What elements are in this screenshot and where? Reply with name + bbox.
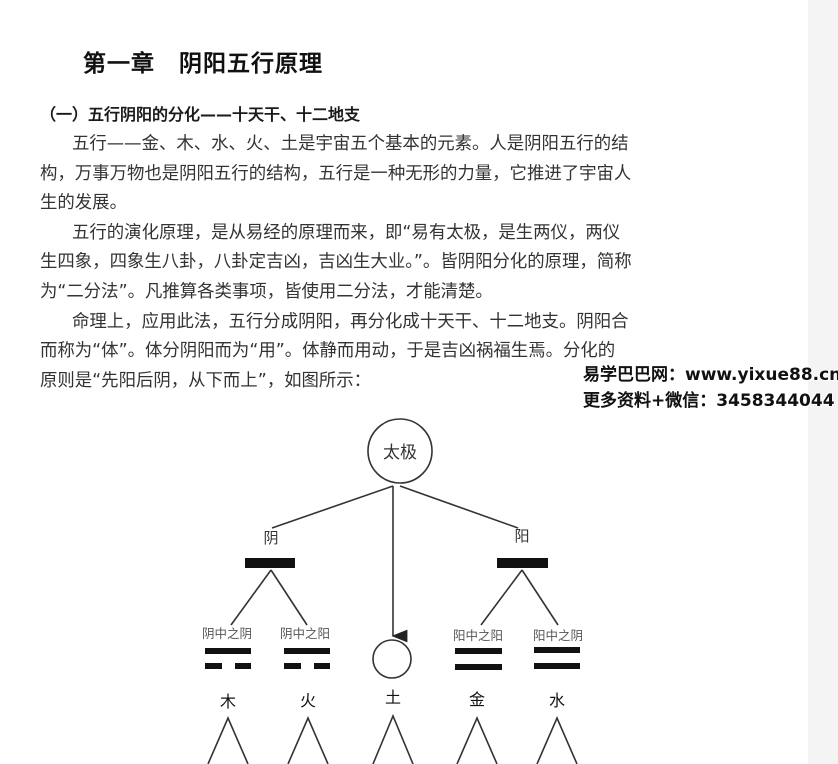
text-line: 五行——金、木、水、火、土是宇宙五个基本的元素。人是阴阳五行的结 [72, 134, 629, 154]
four-image-label: 阴中之阴 [202, 626, 252, 641]
page-edge [808, 0, 838, 764]
water-triangle [536, 715, 578, 764]
element-water: 水 [549, 691, 565, 710]
document-page: 第一章 阴阳五行原理 （一）五行阴阳的分化——十天干、十二地支 五行——金、木、… [40, 51, 665, 764]
metal-triangle [456, 715, 498, 764]
chapter-title: 第一章 阴阳五行原理 [83, 51, 323, 77]
four-image-label: 阳中之阴 [533, 628, 583, 643]
text-line: 而称为“体”。体分阴阳而为“用”。体静而用动，于是吉凶祸福生焉。分化的 [40, 341, 616, 362]
wood-triangle [207, 715, 249, 764]
fire-triangle [287, 715, 329, 764]
fire-trigram [284, 648, 330, 669]
text-line: 构，万事万物也是阴阳五行的结构，五行是一种无形的力量，它推进了宇宙人 [40, 163, 632, 184]
earth-triangle [372, 713, 414, 764]
yang-bar [497, 558, 548, 568]
text-line: 生的发展。 [40, 193, 127, 214]
connector-line [230, 569, 272, 626]
watermark-line-1: 易学巴巴网：www.yixue88.cn [583, 365, 838, 385]
four-image-label: 阳中之阳 [453, 628, 503, 643]
yin-yang-five-elements-diagram: 太极 阴 阳 阴中之阴 阴中之阳 阳中之阳 阳中之阴 木 火 土 金 水 [202, 418, 583, 764]
taiji-label: 太极 [383, 443, 417, 463]
element-metal: 金 [469, 690, 485, 709]
body-text: 五行——金、木、水、火、土是宇宙五个基本的元素。人是阴阳五行的结 构，万事万物也… [40, 130, 665, 396]
yin-label: 阴 [263, 529, 278, 547]
element-wood: 木 [220, 692, 236, 711]
text-line: 原则是“先阳后阴，从下而上”，如图所示： [40, 370, 372, 391]
earth-circle [372, 639, 412, 679]
yin-bar [245, 558, 295, 568]
four-image-label: 阴中之阳 [280, 626, 330, 641]
text-line: 命理上，应用此法，五行分成阴阳，再分化成十天干、十二地支。阴阳合 [72, 311, 629, 332]
metal-trigram [455, 648, 502, 670]
connector-line [480, 569, 523, 626]
yang-label: 阳 [514, 527, 529, 545]
text-line: 五行的演化原理，是从易经的原理而来，即“易有太极，是生两仪，两仪 [72, 222, 621, 243]
connector-line [521, 569, 559, 626]
text-line: 为“二分法”。凡推算各类事项，皆使用二分法，才能清楚。 [40, 281, 493, 302]
element-fire: 火 [300, 691, 316, 710]
connector-line [270, 569, 308, 626]
element-earth: 土 [385, 688, 401, 707]
connector-line [271, 485, 394, 529]
section-heading: （一）五行阴阳的分化——十天干、十二地支 [40, 105, 361, 124]
water-trigram [534, 647, 580, 669]
wood-trigram [205, 648, 251, 669]
connector-line [399, 485, 519, 529]
taiji-circle [367, 418, 433, 484]
text-line: 生四象，四象生八卦，八卦定吉凶，吉凶生大业。”。皆阴阳分化的原理，简称 [40, 252, 632, 273]
watermark-line-2: 更多资料+微信：3458344044 [583, 391, 835, 411]
